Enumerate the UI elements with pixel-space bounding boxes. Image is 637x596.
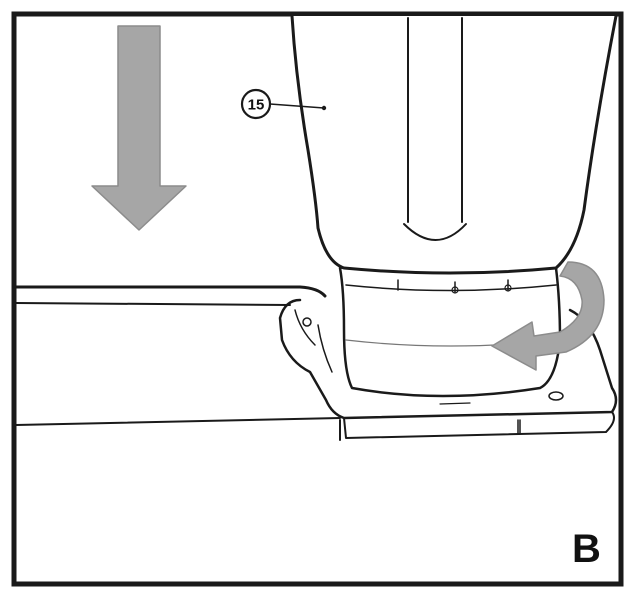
callout-marker: 15: [240, 88, 272, 120]
blender-jug: [290, 14, 618, 275]
callout-label: 15: [248, 97, 265, 114]
callout-leader-dot: [321, 105, 327, 111]
rotate-counterclockwise-icon: [491, 261, 605, 371]
down-arrow-icon: [91, 25, 187, 231]
panel-label: B: [572, 527, 601, 571]
callout-leader-line: [269, 103, 325, 109]
base-unit: [14, 285, 618, 441]
